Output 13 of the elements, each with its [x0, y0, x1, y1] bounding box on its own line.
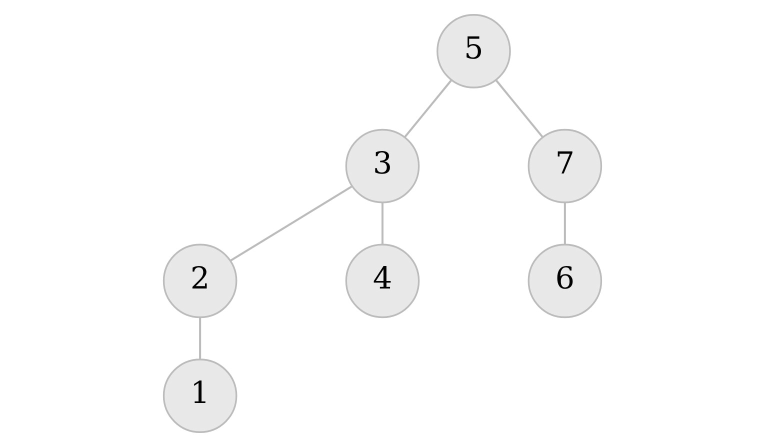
connector	[380, 202, 384, 244]
node-circle: 3	[344, 128, 420, 204]
node-circle: 2	[162, 244, 237, 318]
connector	[494, 80, 543, 138]
connector	[563, 202, 566, 244]
node-circle: 4	[344, 244, 420, 318]
node-circle: 7	[527, 128, 602, 204]
connector	[404, 80, 452, 138]
node-circle: 6	[527, 244, 602, 318]
node-circle: 1	[162, 358, 237, 433]
connector	[198, 317, 201, 360]
node-circle: 5	[436, 14, 510, 88]
connector	[230, 186, 352, 262]
